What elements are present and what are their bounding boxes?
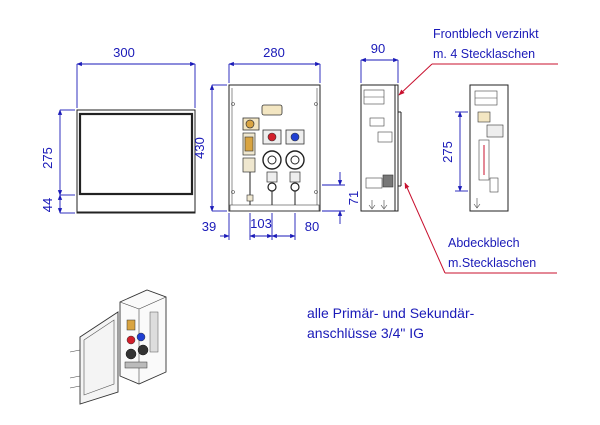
interior-view <box>209 61 345 240</box>
dimension-80: 80 <box>305 219 319 234</box>
leader-abdeckblech <box>404 182 557 274</box>
connections-note-2: anschlüsse 3/4" IG <box>307 325 424 341</box>
valve-assembly <box>242 104 305 205</box>
dimension-300: 300 <box>113 45 135 60</box>
leader-frontblech <box>398 63 558 96</box>
dimension-430: 430 <box>192 137 207 159</box>
label-abdeckblech-2: m.Stecklaschen <box>448 256 536 270</box>
front-cover-frame <box>76 109 196 213</box>
label-frontblech-1: Frontblech verzinkt <box>433 27 539 41</box>
right-housing <box>469 84 509 212</box>
connections-note-1: alle Primär- und Sekundär- <box>307 305 475 321</box>
dimension-44: 44 <box>40 198 55 212</box>
pump-left <box>262 150 282 170</box>
dimension-39: 39 <box>202 219 216 234</box>
label-frontblech-2: m. 4 Stecklaschen <box>433 47 535 61</box>
blue-valve-icon <box>290 132 300 142</box>
dimension-103: 103 <box>250 216 272 231</box>
right-side-view <box>455 84 509 212</box>
side-housing <box>360 84 399 212</box>
side-section-view <box>360 57 402 212</box>
isometric-view <box>69 289 167 405</box>
housing-outline <box>228 84 321 212</box>
pump-right <box>285 150 305 170</box>
dimension-275-left: 275 <box>40 147 55 169</box>
dimension-90: 90 <box>371 41 385 56</box>
front-cover-panel <box>78 112 194 196</box>
iso-cover-plate <box>79 311 119 405</box>
brass-fitting <box>245 119 255 129</box>
red-valve-icon <box>267 132 277 142</box>
dimension-71: 71 <box>346 191 361 205</box>
dimension-275-right: 275 <box>440 141 455 163</box>
label-abdeckblech-1: Abdeckblech <box>448 236 520 250</box>
front-view <box>57 61 196 214</box>
dimension-280: 280 <box>263 45 285 60</box>
